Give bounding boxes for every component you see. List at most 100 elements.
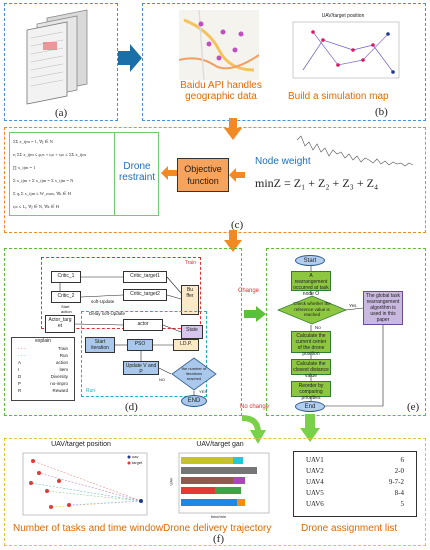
restraint-label-line1: Drone bbox=[123, 161, 151, 172]
scatter-legend-uav: uav bbox=[132, 454, 139, 459]
decision-text: the number of iterations reached bbox=[181, 366, 207, 381]
legend-row: D Diversity bbox=[12, 373, 74, 380]
arrow-a-to-b-icon bbox=[118, 44, 142, 72]
map-screenshots-illustration bbox=[26, 9, 88, 105]
objective-line1: Objective bbox=[184, 164, 222, 174]
e-step4-box: Calculate the closest distance value bbox=[291, 359, 331, 379]
legend-title: explain bbox=[35, 338, 51, 344]
constraint-line: tᵢₘ ≤ Lᵢ, ∀j ∈ N, ∀k ∈ H bbox=[13, 204, 59, 209]
map-caption: Baidu API handles geographic data bbox=[169, 80, 273, 102]
panel-d: Train Critic_1 Critic_2 Critic_target1 C… bbox=[4, 248, 242, 416]
constraint-line: ∏ x_ijm = 1 bbox=[13, 165, 36, 170]
panel-a-label: (a) bbox=[55, 107, 68, 119]
actor-target-box: Actor_targ et bbox=[45, 315, 75, 333]
buffer-box: Bu ffer bbox=[181, 285, 199, 315]
train-region: Train bbox=[41, 257, 201, 329]
legend-key: - - - bbox=[18, 346, 25, 351]
critic-target1-box: Critic_target1 bbox=[123, 271, 167, 283]
end-oval: END bbox=[181, 395, 207, 407]
legend-key: A bbox=[18, 360, 22, 365]
legend-value: action bbox=[55, 360, 68, 365]
sim-caption: Build a simulation map bbox=[288, 91, 389, 102]
assignment-targets: 5 bbox=[400, 500, 405, 508]
e-yes-label: Yes bbox=[349, 303, 357, 308]
panel-a: (a) bbox=[4, 3, 118, 121]
assignment-uav: UAV6 bbox=[306, 500, 324, 508]
e-end-oval: End bbox=[295, 401, 325, 412]
delay-soft-update-label: Delay soft-Update bbox=[89, 311, 126, 316]
e-no-label: No bbox=[315, 325, 321, 330]
assignment-row: UAV6 5 bbox=[306, 499, 404, 510]
e-step5-box: Reorder by comparing priorities bbox=[291, 381, 331, 401]
e-step3-box: Calculate the current center of the dron… bbox=[291, 331, 331, 357]
start-iteration-box: Start iteration bbox=[85, 337, 115, 353]
gantt-xlabel: time/min bbox=[211, 514, 227, 519]
legend-key: I bbox=[18, 367, 20, 372]
legend-key: D bbox=[18, 374, 22, 379]
legend-value: Diversity bbox=[50, 374, 68, 379]
e-decision-diamond bbox=[277, 295, 347, 325]
map-caption-line1: Baidu API handles bbox=[180, 80, 262, 91]
scatter-chart-title: UAV/target position bbox=[51, 441, 111, 448]
assignment-targets: 9-7-2 bbox=[388, 478, 404, 486]
sim-chart: UAV/target position bbox=[283, 13, 403, 84]
arrow-c-to-d-icon bbox=[224, 230, 242, 252]
legend-key: R bbox=[18, 388, 22, 393]
gantt-chart-title: UAV/target gan bbox=[196, 441, 244, 448]
legend-value: Reward bbox=[52, 388, 68, 393]
f-caption3: Drone assignment list bbox=[301, 523, 398, 534]
e-decision-text: Check whether the reference value is rea… bbox=[293, 301, 331, 317]
legend-key: - - - bbox=[18, 353, 25, 358]
panel-c: ΣΣ x_ijm = 1, ∀j ∈ N eᵢ ΣΣ x_ijm ≤ φᵢₘ +… bbox=[4, 127, 426, 233]
node-weight-label: Node weight bbox=[255, 156, 311, 167]
scatter-legend-target: target bbox=[132, 460, 143, 465]
arrow-formula-to-objective-icon bbox=[229, 168, 245, 182]
map-caption-line2: geographic data bbox=[185, 91, 257, 102]
arrow-objective-to-constraints-icon bbox=[161, 166, 177, 180]
assignment-uav: UAV4 bbox=[306, 478, 324, 486]
constraint-line: ΣΣ x_ijm = 1, ∀j ∈ N bbox=[13, 139, 53, 144]
arrow-b-to-c-icon bbox=[224, 118, 242, 140]
gantt-plot bbox=[178, 452, 270, 514]
panel-f-label: (f) bbox=[213, 533, 224, 545]
gantt-chart: UAV/target gan time/min UAV bbox=[165, 441, 275, 521]
objective-formula: minZ = Z₁ + Z₂ + Z₃ + Z₄ bbox=[255, 176, 379, 190]
critic2-box: Critic_2 bbox=[51, 291, 81, 303]
assignment-row: UAV4 9-7-2 bbox=[306, 477, 404, 488]
state-box: State bbox=[181, 325, 203, 339]
e-side-box: The global task rearrangement algorithm … bbox=[363, 291, 403, 325]
constraint-line: Σ x_ijm + Σ x_ijm = Σ x_ijm = N bbox=[13, 178, 74, 183]
e-start-oval: Start bbox=[295, 255, 325, 266]
legend-value: no-impro bbox=[50, 381, 68, 386]
objective-function-box: Objective function bbox=[177, 158, 229, 192]
critic-target2-box: Critic_target2 bbox=[123, 289, 167, 301]
baidu-map-illustration bbox=[179, 10, 259, 80]
pso-box: PSO bbox=[127, 339, 153, 351]
update-vp-box: Update V and P bbox=[123, 361, 159, 375]
scatter-plot bbox=[22, 452, 148, 516]
node-weight-line-chart bbox=[296, 135, 414, 167]
restraint-label: Drone restraint bbox=[116, 161, 158, 183]
sim-chart-title: UAV/target position bbox=[321, 13, 365, 19]
no-label: NO bbox=[159, 377, 165, 382]
panel-f: UAV/target position uav target Number of… bbox=[4, 438, 426, 546]
assignment-targets: 6 bbox=[400, 456, 405, 464]
assignment-targets: 2-0 bbox=[394, 467, 404, 475]
soft-update-label: soft-Update bbox=[91, 299, 115, 304]
critic1-box: Critic_1 bbox=[51, 271, 81, 283]
objective-line2: function bbox=[187, 176, 219, 186]
decision-diamond bbox=[171, 357, 217, 391]
panel-b-label: (b) bbox=[375, 106, 388, 118]
constraint-line: eᵢ ΣΣ x_ijm ≤ φᵢₘ + tᵢₘ + sᵢₘ ≤ ΣΣ x_ijm bbox=[13, 152, 86, 157]
sim-chart-plot bbox=[292, 21, 400, 79]
scatter-chart: UAV/target position uav target bbox=[11, 441, 151, 521]
yes-label: YES bbox=[199, 389, 208, 394]
assignment-uav: UAV1 bbox=[306, 456, 324, 464]
arrow-d-to-e-icon bbox=[244, 306, 266, 322]
